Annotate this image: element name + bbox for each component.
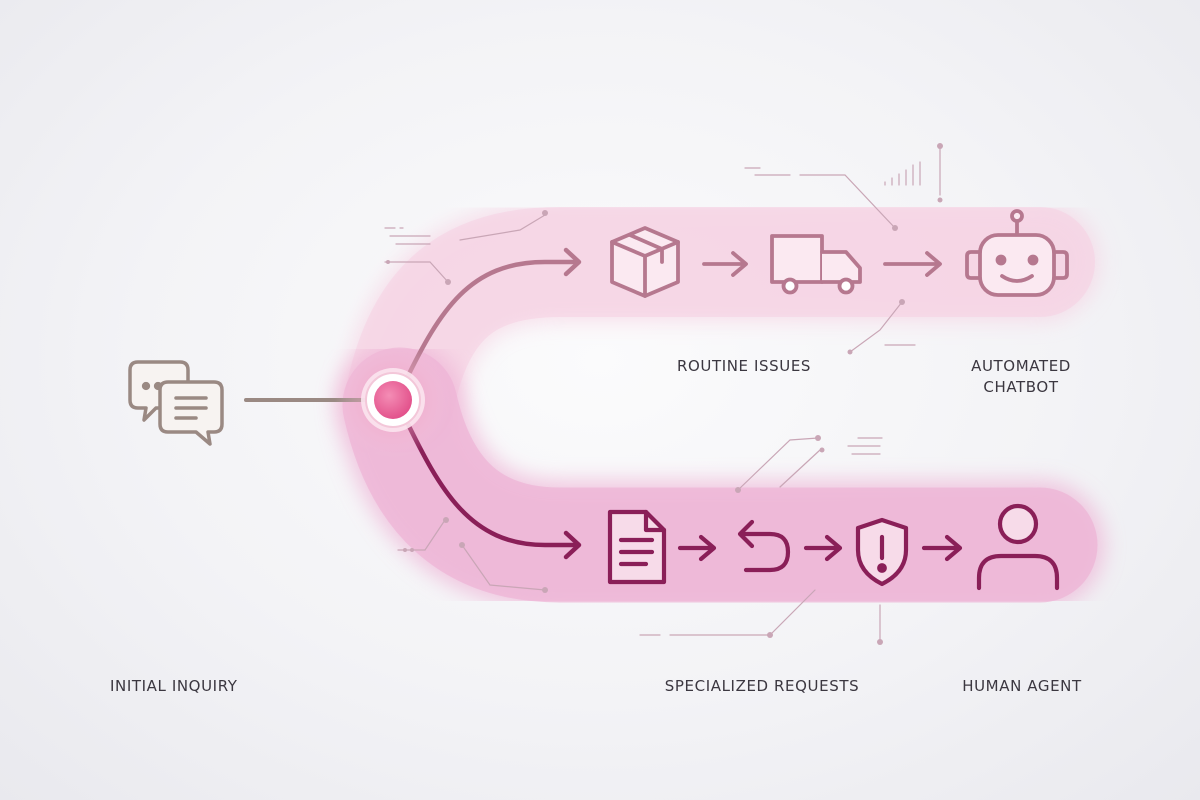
routine-band (340, 202, 1100, 458)
box-icon (610, 226, 680, 298)
routine-arrow-1 (702, 251, 748, 277)
routine-arrow-2 (883, 251, 942, 277)
specialized-arrow-3 (921, 534, 963, 562)
shield-alert-icon (855, 517, 909, 587)
specialized-arrow-1 (677, 534, 717, 562)
human-agent-label: HUMAN AGENT (962, 677, 1082, 695)
routing-hub (335, 342, 451, 458)
initial-inquiry-label: INITIAL INQUIRY (110, 677, 238, 695)
specialized-band (335, 340, 1105, 610)
specialized-requests-label: SPECIALIZED REQUESTS (664, 677, 860, 695)
return-arrow-icon (737, 519, 791, 573)
automated-chatbot-label: AUTOMATED CHATBOT (971, 357, 1071, 396)
routine-issues-label: ROUTINE ISSUES (676, 357, 812, 375)
document-icon (607, 509, 667, 585)
chat-bubbles-icon (128, 360, 224, 446)
specialized-branch-arrowhead (563, 530, 582, 560)
truck-icon (770, 234, 862, 295)
routine-branch-arrowhead (563, 247, 582, 277)
robot-icon (965, 209, 1069, 297)
decorative-details (384, 147, 941, 641)
decorative-dots (386, 143, 943, 645)
specialized-arrow-2 (803, 534, 843, 562)
person-icon (976, 503, 1060, 591)
